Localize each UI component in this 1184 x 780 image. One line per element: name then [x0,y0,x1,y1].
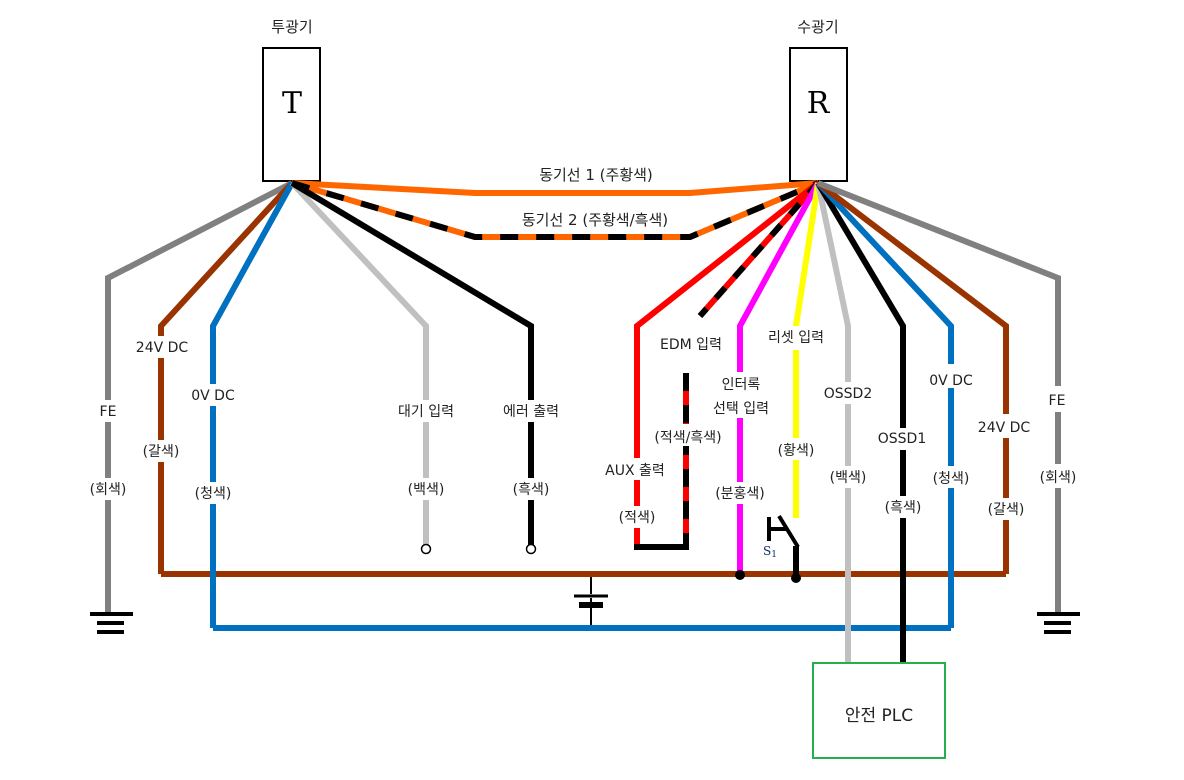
t-0v-label: 0V DC [191,388,235,404]
r-reset-wire [793,182,821,518]
switch-label: S1 [763,544,777,560]
r-ossd2-label: OSSD2 [824,386,872,402]
receiver-letter: R [807,86,831,121]
r-aux-color: (적색) [619,510,656,526]
sync-line-2-label: 동기선 2 (주황색/흑색) [522,211,668,229]
switch-s1-icon [767,514,800,578]
safety-plc-box [812,662,946,759]
r-interlock-label-1: 인터록 [722,377,761,393]
r-ossd1-color: (흑색) [885,499,922,516]
r-0v-color: (청색) [933,471,970,487]
interlock-junction-icon [735,570,745,580]
r-fe-label: FE [1049,393,1066,409]
labels: FE (회색) 24V DC (갈색) 0V DC (청색) 대기 입력 (백색… [80,326,1086,528]
standby-terminal-icon [420,543,432,555]
r-edm-wire-upper-stripe [697,181,821,318]
t-0v-color: (청색) [195,486,232,502]
t-error-color: (흑색) [513,481,550,498]
sync-wire-2-stripe [291,180,820,240]
t-fe-wire [105,180,294,612]
receiver-title: 수광기 [797,18,838,36]
r-0v-label: 0V DC [929,373,973,389]
t-error-wire [290,180,534,545]
t-standby-color: (백색) [408,482,445,498]
r-ossd2-wire [815,182,851,662]
t-standby-label: 대기 입력 [398,404,454,420]
sync-line-1-label: 동기선 1 (주황색) [539,166,653,184]
r-24v-label: 24V DC [978,420,1031,436]
r-fe-wire [816,180,1061,612]
transmitter-letter: T [282,86,302,121]
r-aux-label: AUX 출력 [605,463,665,479]
r-ossd2-color: (백색) [830,470,867,486]
transmitter-box [262,47,321,182]
battery-plate-short [579,602,603,608]
t-0v-wire [210,181,295,628]
r-reset-color: (황색) [778,443,815,459]
r-24v-color: (갈색) [988,502,1025,518]
r-interlock-color: (분홍색) [715,486,765,502]
t-24v-label: 24V DC [136,340,189,356]
t-fe-label: FE [100,404,117,420]
ground-icon-left [90,612,133,634]
r-edm-color: (적색/흑색) [654,429,721,446]
transmitter-title: 투광기 [271,18,312,36]
r-reset-label: 리셋 입력 [768,330,824,346]
ground-icon-right [1037,612,1080,634]
t-error-label: 에러 출력 [503,404,559,420]
r-ossd1-label: OSSD1 [878,431,926,447]
sync-wire-1 [291,180,819,196]
t-24v-wire [158,180,295,574]
t-standby-wire [289,180,429,545]
r-24v-wire [816,180,1009,574]
r-0v-wire [815,180,954,628]
r-ossd1-wire [815,181,906,662]
receiver-box [789,47,848,182]
r-edm-label: EDM 입력 [660,337,722,353]
t-fe-color: (회색) [90,482,127,498]
r-fe-color: (회색) [1040,470,1077,486]
r-interlock-label-2: 선택 입력 [713,401,769,417]
safety-plc-label: 안전 PLC [845,706,913,726]
error-terminal-icon [525,543,537,555]
t-24v-color: (갈색) [143,444,180,460]
